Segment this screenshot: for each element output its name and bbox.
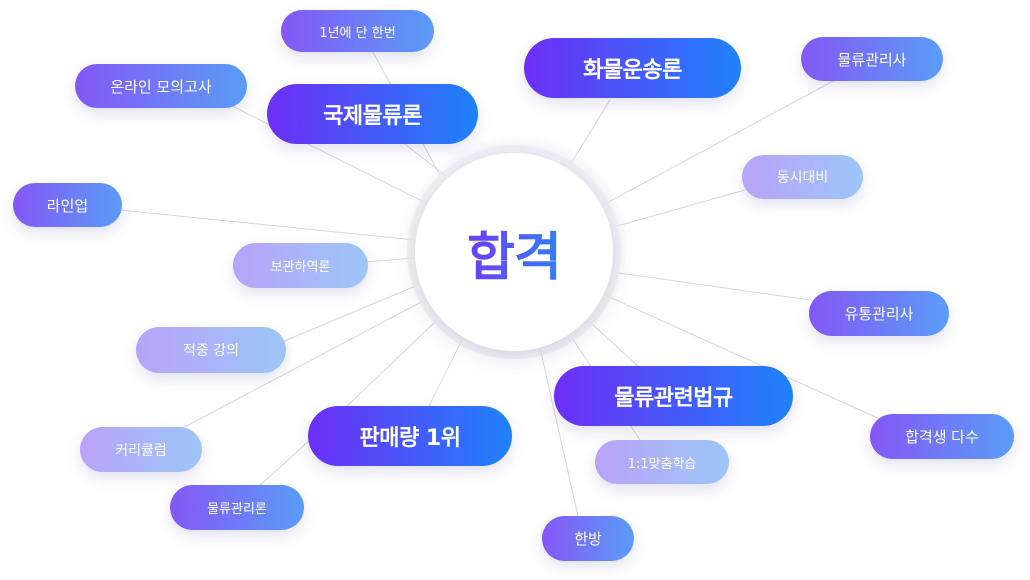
topic-node: 1년에 단 한번 [281, 10, 434, 52]
topic-label: 화물운송론 [583, 58, 682, 83]
connector-t17 [539, 347, 579, 517]
topic-node: 커리큘럼 [80, 427, 202, 472]
topic-label: 커리큘럼 [115, 442, 167, 459]
connector-t12 [604, 294, 883, 421]
topic-label: 물류관련법규 [614, 386, 733, 411]
topic-label: 보관하역론 [270, 260, 331, 275]
topic-node: 1:1맞춤학습 [595, 440, 729, 484]
topic-label: 온라인 모의고사 [110, 77, 212, 96]
connector-t14 [427, 339, 463, 409]
topic-label: 한방 [574, 530, 602, 548]
topic-node: 합격생 다수 [870, 414, 1014, 459]
topic-node: 판매량 1위 [308, 406, 512, 466]
topic-node: 물류관리론 [170, 485, 304, 530]
topic-node: 라인업 [13, 183, 122, 227]
topic-node: 보관하역론 [233, 243, 368, 288]
topic-label: 물류관리사 [837, 50, 907, 69]
connector-t7 [119, 209, 416, 241]
topic-label: 판매량 1위 [359, 426, 461, 451]
topic-label: 라인업 [46, 196, 89, 215]
topic-node: 물류관리사 [801, 37, 943, 81]
connector-t9 [611, 271, 811, 301]
topic-node: 한방 [542, 516, 634, 561]
connector-t14b [344, 321, 436, 409]
topic-label: 1:1맞춤학습 [627, 456, 697, 472]
center-node: 합격 [415, 153, 613, 351]
topic-node: 국제물류론 [267, 84, 478, 144]
topic-label: 동시대비 [776, 170, 829, 186]
center-label: 합격 [467, 215, 562, 290]
connector-t10 [281, 284, 419, 343]
topic-node: 온라인 모의고사 [75, 64, 247, 108]
connector-t5 [602, 79, 836, 206]
topic-label: 물류관리론 [207, 502, 267, 517]
topic-label: 국제물류론 [323, 104, 422, 129]
connector-t11 [589, 321, 641, 369]
connector-t16 [257, 439, 311, 488]
topic-node: 유통관리사 [809, 291, 949, 336]
topic-label: 적중 강의 [183, 343, 239, 359]
topic-node: 동시대비 [742, 155, 863, 199]
connector-t2 [219, 99, 431, 206]
connector-t6 [609, 189, 746, 229]
topic-node: 적중 강의 [136, 327, 286, 373]
topic-label: 합격생 다수 [905, 428, 979, 446]
topic-label: 1년에 단 한번 [319, 25, 396, 41]
topic-label: 유통관리사 [844, 305, 914, 323]
connector-t13 [174, 299, 426, 433]
topic-node: 물류관련법규 [554, 366, 793, 426]
topic-node: 화물운송론 [524, 38, 741, 98]
